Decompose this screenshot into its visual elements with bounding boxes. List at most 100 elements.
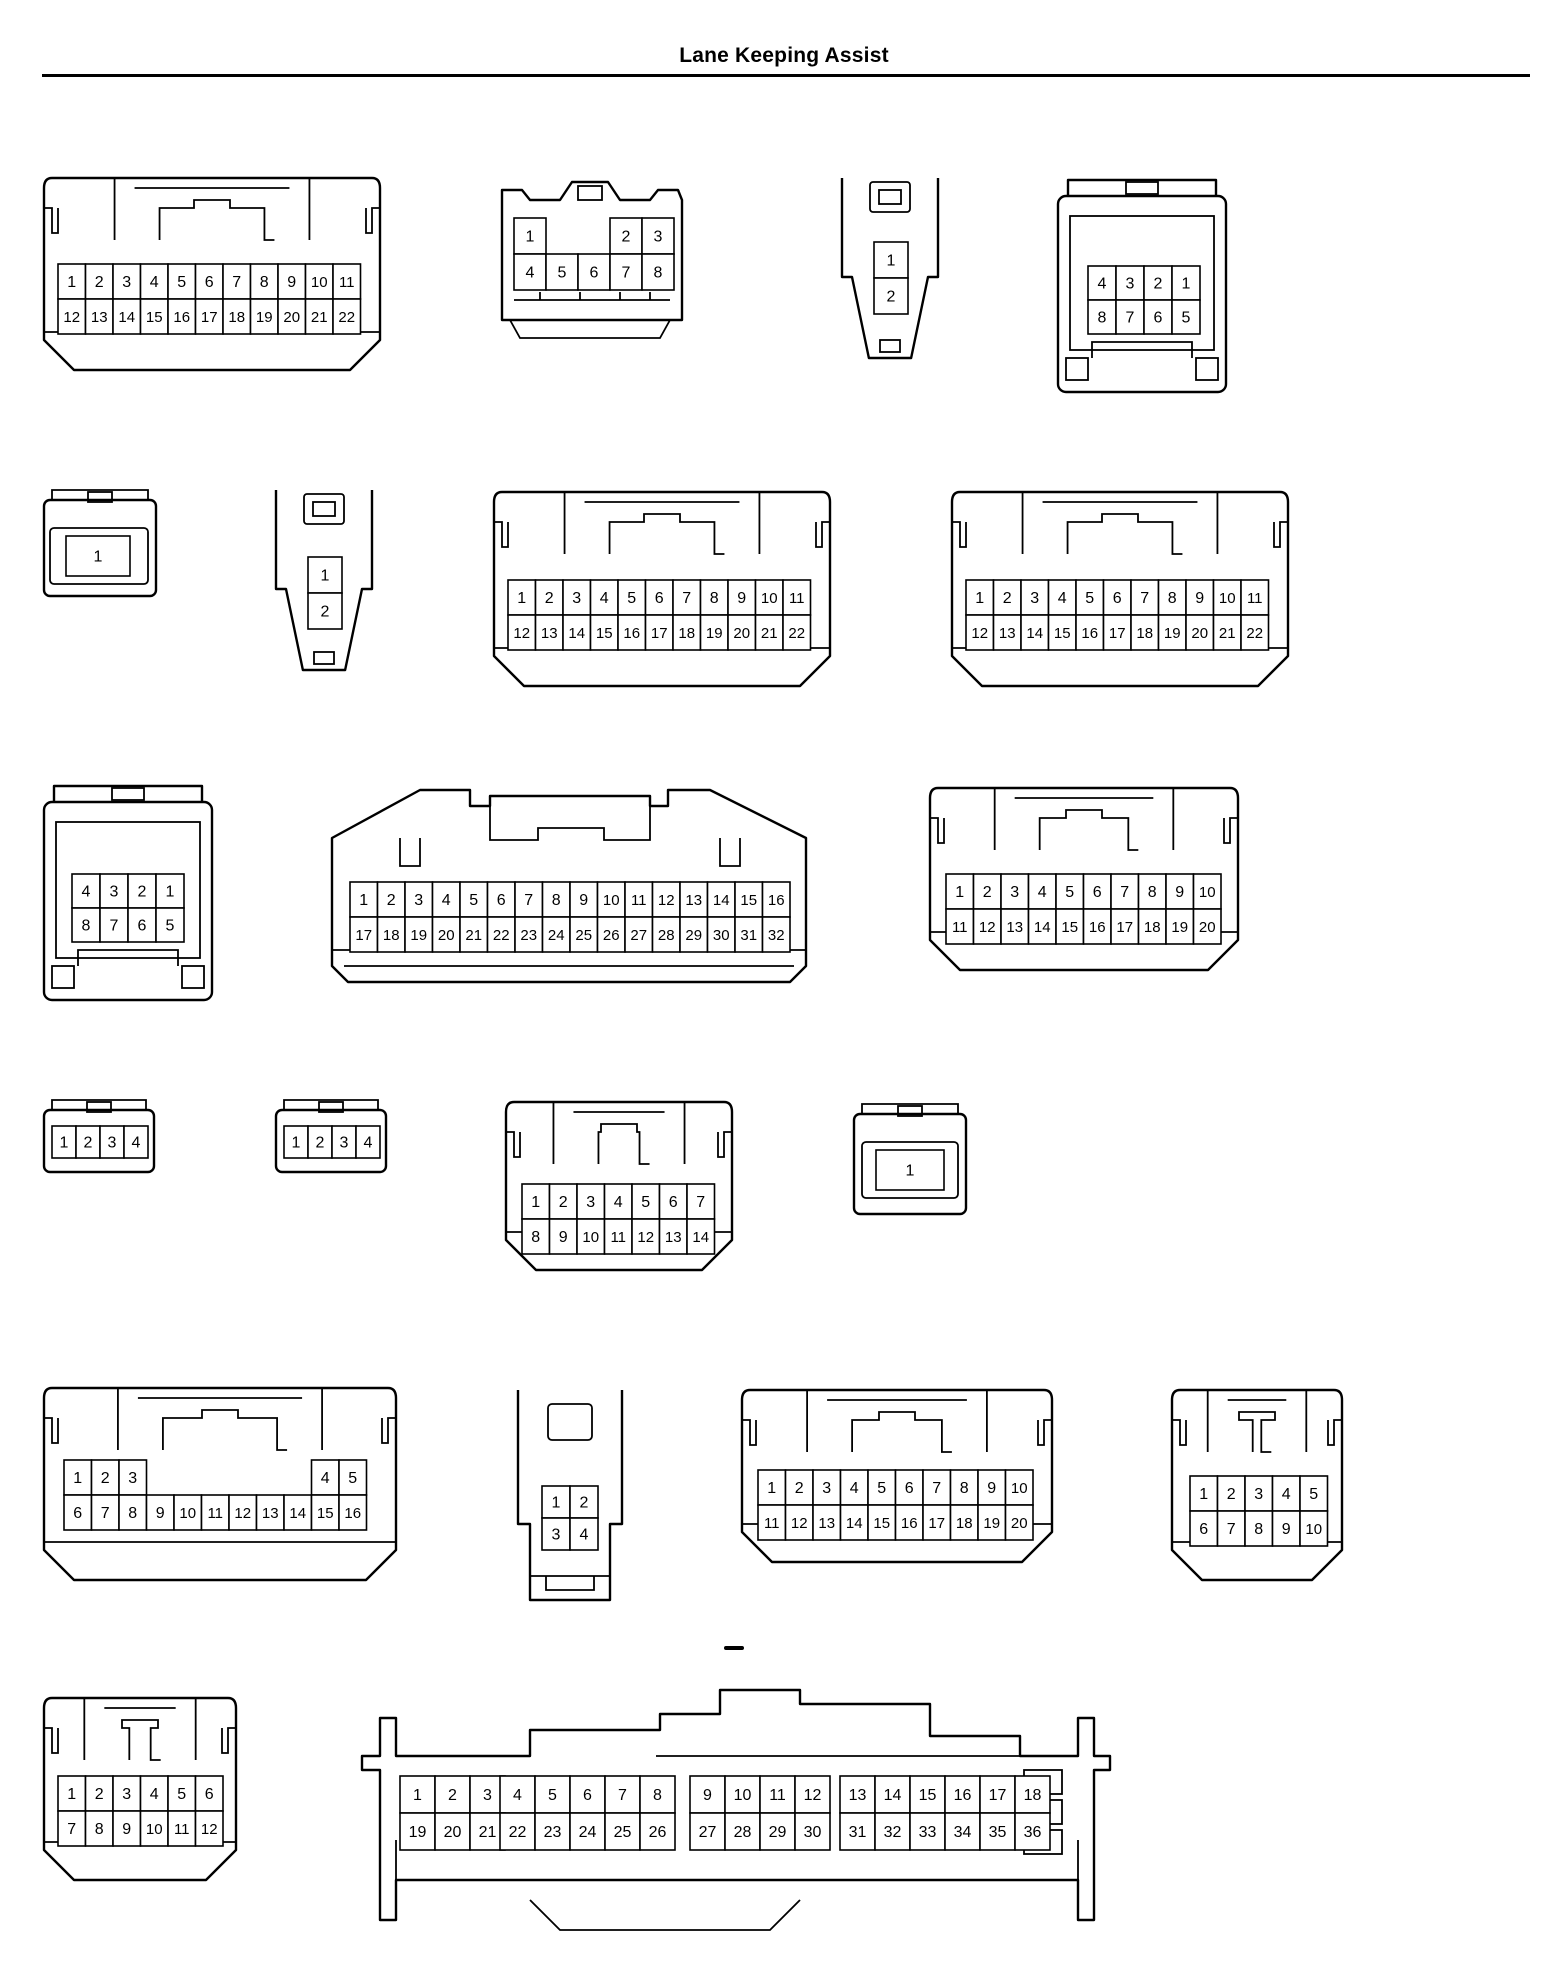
pin-cell <box>1075 579 1105 616</box>
pin-cell <box>99 907 129 943</box>
pin-number: 32 <box>884 1824 902 1841</box>
pin-number: 7 <box>696 1194 705 1211</box>
pin-cell <box>651 916 681 953</box>
pin-number: 9 <box>1175 884 1184 901</box>
pin-number: 14 <box>846 1515 863 1532</box>
pin-number: 2 <box>622 229 631 246</box>
pin-number: 6 <box>73 1505 82 1522</box>
pin-cell <box>992 579 1022 616</box>
pin-number: 6 <box>1093 884 1102 901</box>
pin-number: 1 <box>767 1480 776 1497</box>
pin-number: 1 <box>67 1786 76 1803</box>
pin-cell <box>1027 908 1057 945</box>
pin-number: 25 <box>575 927 592 944</box>
pin-cell <box>167 298 197 335</box>
pin-cell <box>71 907 101 943</box>
pin-cell <box>513 253 547 291</box>
pin-number: 21 <box>1219 625 1236 642</box>
pin-number: 20 <box>444 1824 462 1841</box>
pin-number: 3 <box>122 274 131 291</box>
pin-cell <box>99 873 129 909</box>
pin-cell <box>112 298 142 335</box>
pin-number: 4 <box>150 1786 159 1803</box>
pin-number: 34 <box>954 1824 972 1841</box>
pin-number: 14 <box>568 625 585 642</box>
pin-number: 20 <box>1011 1515 1028 1532</box>
pin-cell <box>706 916 736 953</box>
pin-cell <box>63 1494 93 1531</box>
connector-r-46: 12 <box>840 178 940 360</box>
pin-number: 36 <box>1024 1824 1042 1841</box>
pin-cell <box>874 1775 911 1814</box>
pin-cell <box>812 1504 842 1541</box>
pin-number: 12 <box>971 625 988 642</box>
pin-cell <box>222 263 252 300</box>
pin-number: 4 <box>526 265 535 282</box>
pin-number: 13 <box>541 625 558 642</box>
pin-number: 9 <box>122 1821 131 1838</box>
pin-number: 22 <box>788 625 805 642</box>
pin-number: 4 <box>513 1787 522 1804</box>
pin-cell <box>1192 873 1222 910</box>
pin-number: 4 <box>1282 1486 1291 1503</box>
pin-number: 27 <box>630 927 647 944</box>
pin-number: 29 <box>685 927 702 944</box>
pin-number: 11 <box>339 274 355 291</box>
pin-cell <box>576 1218 606 1255</box>
pin-number: 8 <box>1254 1521 1263 1538</box>
pin-number: 14 <box>1034 919 1051 936</box>
pin-cell <box>569 916 599 953</box>
pin-cell <box>689 1775 726 1814</box>
pin-cell <box>562 579 592 616</box>
pin-number: 5 <box>558 265 567 282</box>
pin-number: 4 <box>1058 590 1067 607</box>
pin-number: 2 <box>84 1135 93 1152</box>
pin-number: 1 <box>73 1470 82 1487</box>
pin-number: 9 <box>156 1505 165 1522</box>
pin-cell <box>972 873 1002 910</box>
pin-number: 8 <box>260 274 269 291</box>
pin-cell <box>1115 265 1145 301</box>
pin-number: 7 <box>232 274 241 291</box>
pin-number: 20 <box>1199 919 1216 936</box>
pin-cell <box>112 1810 142 1847</box>
pin-number: 5 <box>1085 590 1094 607</box>
pin-number: 13 <box>91 309 108 326</box>
pin-number: 5 <box>177 274 186 291</box>
pin-number: 19 <box>410 927 427 944</box>
pin-cell <box>404 916 434 953</box>
pin-cell <box>167 1775 197 1812</box>
pin-number: 27 <box>699 1824 717 1841</box>
pin-number: 9 <box>579 892 588 909</box>
pin-cell <box>194 298 224 335</box>
pin-number: 1 <box>166 884 175 901</box>
pin-number: 10 <box>146 1821 163 1838</box>
pin-number: 4 <box>1038 884 1047 901</box>
pin-number: 2 <box>983 884 992 901</box>
pin-number: 8 <box>531 1229 540 1246</box>
pin-cell <box>65 535 131 577</box>
pin-number: 18 <box>956 1515 973 1532</box>
pin-number: 13 <box>262 1505 279 1522</box>
pin-number: 10 <box>1011 1480 1028 1497</box>
pin-cell <box>909 1775 946 1814</box>
pin-number: 3 <box>552 1527 561 1544</box>
pin-cell <box>949 1504 979 1541</box>
pin-number: 10 <box>603 892 620 909</box>
pin-cell <box>596 881 626 918</box>
pin-number: 6 <box>583 1787 592 1804</box>
pin-number: 1 <box>526 229 535 246</box>
pin-cell <box>194 1775 224 1812</box>
pin-number: 1 <box>1199 1486 1208 1503</box>
pin-cell <box>75 1125 101 1159</box>
pin-number: 2 <box>559 1194 568 1211</box>
pin-number: 17 <box>651 625 668 642</box>
pin-cell <box>338 1459 368 1496</box>
pin-number: 10 <box>1199 884 1216 901</box>
pin-number: 3 <box>414 892 423 909</box>
pin-cell <box>139 298 169 335</box>
pin-cell <box>332 298 362 335</box>
pin-number: 4 <box>364 1135 373 1152</box>
pin-number: 2 <box>321 604 330 621</box>
